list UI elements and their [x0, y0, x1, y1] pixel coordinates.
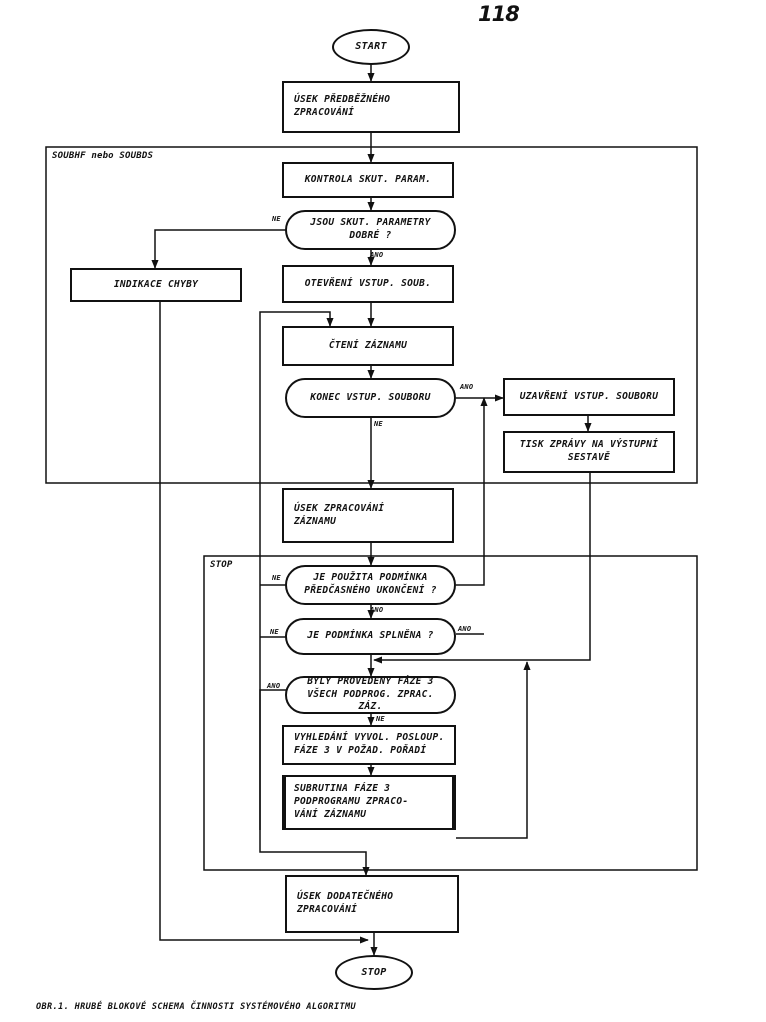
decision-jsou-parametry: JSOU SKUT. PARAMETRY DOBRÉ ?	[285, 210, 456, 250]
label-ano-podminka: ANO	[458, 625, 472, 633]
label-ano-pouzita: ANO	[370, 606, 384, 614]
process-otevreni: OTEVŘENÍ VSTUP. SOUB.	[282, 265, 454, 303]
process-uzavreni: UZAVŘENÍ VSTUP. SOUBORU	[503, 378, 675, 416]
label-ne-byly: NE	[376, 715, 385, 723]
process-dodatecne: ÚSEK DODATEČNÉHO ZPRACOVÁNÍ	[285, 875, 459, 933]
label-ne-konec: NE	[374, 420, 383, 428]
label-ne-podminka: NE	[270, 628, 279, 636]
decision-konec: KONEC VSTUP. SOUBORU	[285, 378, 456, 418]
edge-byly-ano	[259, 689, 370, 876]
figure-caption: OBR.1. HRUBÉ BLOKOVÉ SCHEMA ČINNOSTI SYS…	[36, 1002, 357, 1012]
edge-jsou-indikace	[151, 229, 286, 269]
page-number: 118	[478, 2, 520, 26]
decision-je-podminka: JE PODMÍNKA SPLNĚNA ?	[285, 618, 456, 655]
label-ano-konec: ANO	[460, 383, 474, 391]
region-stop-label: STOP	[210, 560, 233, 570]
edge-indikace-stop	[159, 302, 369, 944]
process-vyhledani: VYHLEDÁNÍ VYVOL. POSLOUP. FÁZE 3 V POŽAD…	[282, 725, 456, 765]
region-stop	[203, 555, 698, 871]
label-ne-pouzita: NE	[272, 574, 281, 582]
subroutine-subrutina: SUBRUTINA FÁZE 3 PODPROGRAMU ZPRACO- VÁN…	[282, 775, 456, 830]
process-predbezne: ÚSEK PŘEDBĚŽNÉHO ZPRACOVÁNÍ	[282, 81, 460, 133]
process-indikace: INDIKACE CHYBY	[70, 268, 242, 302]
edge-je-pouzita-ano	[456, 397, 488, 586]
edge-subrutina-loop	[456, 661, 531, 839]
label-ano-byly: ANO	[267, 682, 281, 690]
process-tisk: TISK ZPRÁVY NA VÝSTUPNÍ SESTAVĚ	[503, 431, 675, 473]
process-zpracovani: ÚSEK ZPRACOVÁNÍ ZÁZNAMU	[282, 488, 454, 543]
decision-je-pouzita: JE POUŽITA PODMÍNKA PŘEDČASNÉHO UKONČENÍ…	[285, 565, 456, 605]
region-souhrn-label: SOUBHF nebo SOUBDS	[52, 151, 154, 161]
decision-byly: BYLY PROVEDENY FÁZE 3 VŠECH PODPROG. ZPR…	[285, 676, 456, 714]
edge-tisk-down	[527, 472, 591, 661]
label-ne-param: NE	[272, 215, 281, 223]
process-kontrola: KONTROLA SKUT. PARAM.	[282, 162, 454, 198]
stop-node: STOP	[335, 955, 413, 990]
process-cteni: ČTENÍ ZÁZNAMU	[282, 326, 454, 366]
edge-loop-cteni	[259, 311, 334, 830]
start-node: START	[332, 29, 410, 65]
label-ano-param: ANO	[370, 251, 384, 259]
